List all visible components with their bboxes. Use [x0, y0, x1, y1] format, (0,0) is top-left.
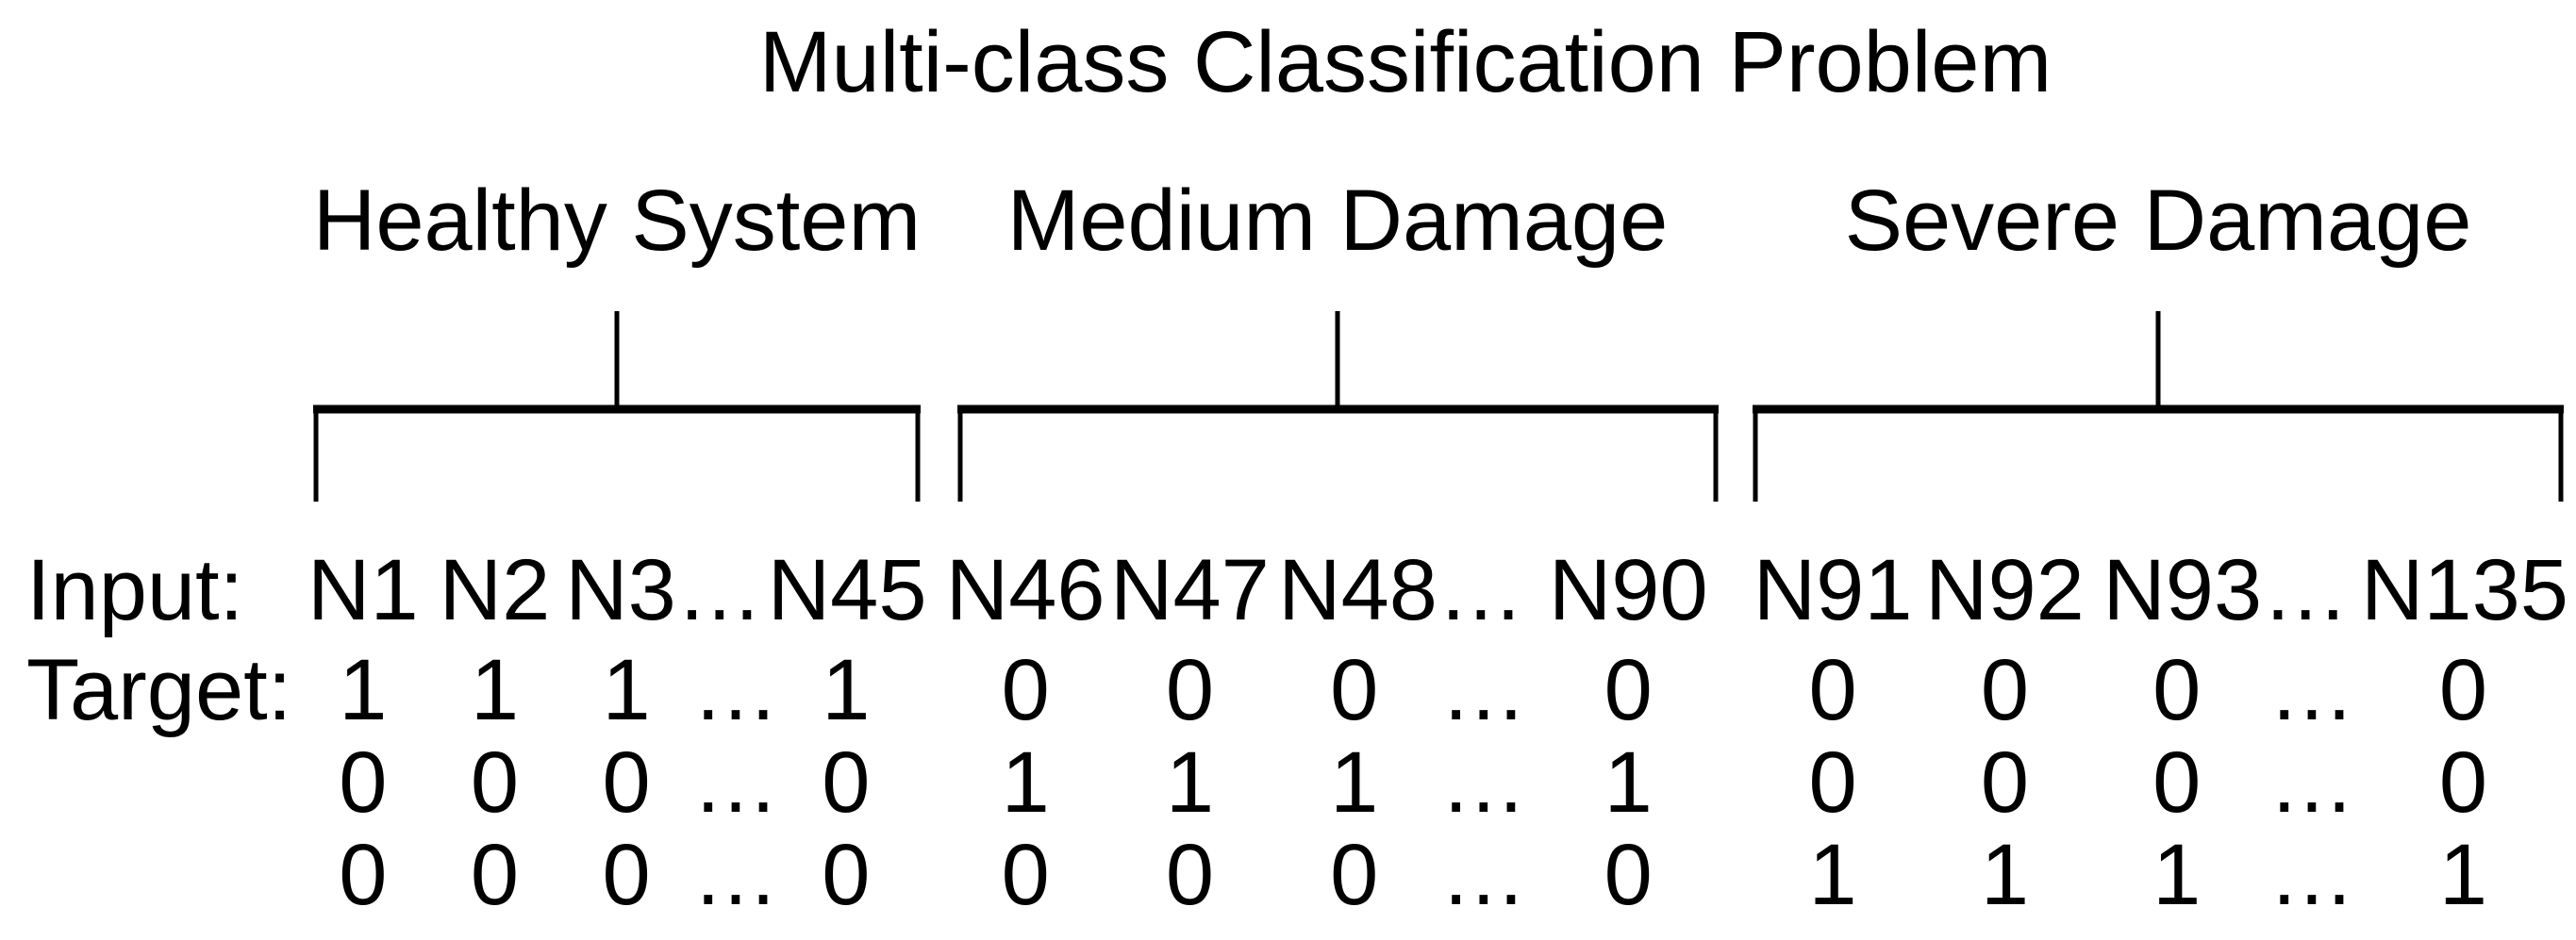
target-group-medium-damage: 1 1 1 … 1 — [943, 739, 1726, 826]
target-value: 0 — [2438, 642, 2488, 738]
target-group-healthy-system: 1 1 1 … 1 — [297, 647, 924, 734]
target-ellipsis: … — [2268, 827, 2355, 923]
target-row-healthy: Target: 1 1 1 … 1 0 0 0 … 0 0 0 0 … 0 — [0, 647, 2576, 746]
input-group-severe-damage: N91 N92 N93… N135 — [1747, 542, 2568, 638]
bracket-medium-damage — [957, 311, 1719, 502]
target-ellipsis: … — [2268, 642, 2355, 738]
input-node-label: N90 — [1548, 542, 1708, 638]
target-group-severe-damage: 0 0 0 … 0 — [1747, 647, 2566, 734]
target-value: 0 — [602, 734, 651, 831]
target-value: 1 — [2438, 827, 2488, 923]
input-node-label: N46 — [945, 542, 1105, 638]
target-value: 1 — [339, 642, 388, 738]
bracket-severe-damage — [1753, 311, 2564, 502]
target-value: 0 — [822, 827, 871, 923]
group-header-healthy-system: Healthy System — [312, 173, 922, 269]
input-node-label: N45 — [767, 542, 927, 638]
target-group-medium-damage: 0 0 0 … 0 — [943, 647, 1726, 734]
target-value: 0 — [1980, 642, 2029, 738]
target-value: 0 — [1808, 734, 1857, 831]
target-value: 1 — [1330, 734, 1379, 831]
target-row-medium: 0 0 0 … 0 1 1 1 … 1 0 0 0 … 0 — [0, 739, 2576, 838]
target-value: 0 — [2438, 734, 2488, 831]
target-ellipsis: … — [2268, 734, 2355, 831]
target-ellipsis: … — [1439, 734, 1527, 831]
input-row: Input: N1 N2 N3… N45 N46 N47 N48… N90 N9… — [0, 547, 2576, 646]
target-value: 1 — [602, 642, 651, 738]
target-group-severe-damage: 1 1 1 … 1 — [1747, 832, 2566, 918]
target-group-healthy-system: 0 0 0 … 0 — [297, 832, 924, 918]
input-node-label: N3… — [565, 542, 763, 638]
target-value: 0 — [339, 734, 388, 831]
target-value: 0 — [1330, 827, 1379, 923]
target-value: 0 — [339, 827, 388, 923]
group-header-severe-damage: Severe Damage — [1844, 173, 2472, 269]
target-group-severe-damage: 0 0 0 … 0 — [1747, 739, 2566, 826]
target-row-label: Target: — [26, 642, 292, 738]
target-value: 0 — [1330, 642, 1379, 738]
target-row-severe: 0 0 0 … 0 0 0 0 … 0 1 1 1 … 1 — [0, 832, 2576, 931]
target-value: 0 — [1165, 827, 1215, 923]
target-value: 0 — [1001, 642, 1050, 738]
target-value: 0 — [1001, 827, 1050, 923]
target-value: 0 — [1980, 734, 2029, 831]
target-value: 1 — [1808, 827, 1857, 923]
target-group-medium-damage: 0 0 0 … 0 — [943, 832, 1726, 918]
input-group-medium-damage: N46 N47 N48… N90 — [943, 547, 1726, 634]
target-value: 1 — [1980, 827, 2029, 923]
target-value: 1 — [1604, 734, 1653, 831]
target-value: 0 — [470, 734, 520, 831]
target-group-healthy-system: 0 0 0 … 0 — [297, 739, 924, 826]
input-row-label: Input: — [26, 542, 244, 638]
target-ellipsis: … — [691, 642, 779, 738]
target-value: 0 — [602, 827, 651, 923]
input-group-healthy-system: N1 N2 N3… N45 — [297, 542, 927, 638]
input-node-label: N47 — [1110, 542, 1270, 638]
bracket-healthy-system — [313, 311, 921, 502]
input-node-label: N2 — [439, 542, 551, 638]
target-value: 0 — [1604, 642, 1653, 738]
target-value: 0 — [1604, 827, 1653, 923]
input-node-label: N135 — [2360, 542, 2568, 638]
input-node-label: N1 — [307, 542, 419, 638]
target-ellipsis: … — [1439, 827, 1527, 923]
target-value: 0 — [1165, 642, 1215, 738]
target-value: 1 — [1001, 734, 1050, 831]
target-value: 1 — [822, 642, 871, 738]
target-value: 1 — [2152, 827, 2202, 923]
target-ellipsis: … — [691, 734, 779, 831]
target-value: 0 — [2152, 734, 2202, 831]
target-value: 1 — [1165, 734, 1215, 831]
input-node-label: N48… — [1278, 542, 1524, 638]
group-header-medium-damage: Medium Damage — [1006, 173, 1669, 269]
target-value: 0 — [1808, 642, 1857, 738]
target-ellipsis: … — [1439, 642, 1527, 738]
target-value: 0 — [470, 827, 520, 923]
input-node-label: N92 — [1925, 542, 2085, 638]
target-ellipsis: … — [691, 827, 779, 923]
input-node-label: N93… — [2102, 542, 2350, 638]
input-node-label: N91 — [1753, 542, 1913, 638]
target-value: 1 — [470, 642, 520, 738]
figure-title: Multi-class Classification Problem — [758, 14, 2052, 110]
target-value: 0 — [822, 734, 871, 831]
target-value: 0 — [2152, 642, 2202, 738]
